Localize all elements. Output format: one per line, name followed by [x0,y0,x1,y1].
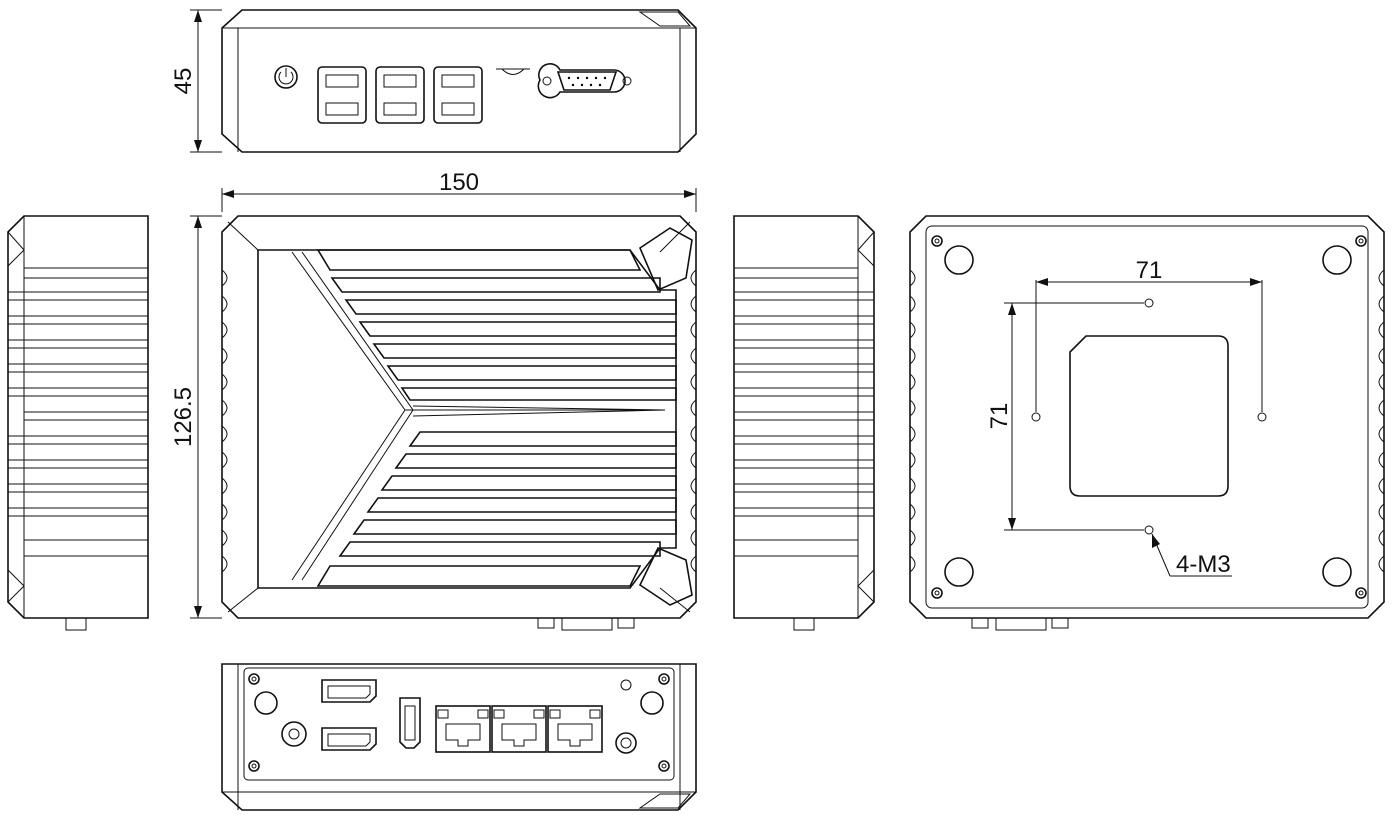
left-side-view [7,215,149,631]
displayport-icon [321,679,377,751]
ethernet-port-icon [435,705,603,753]
hole-spacing-x-label: 71 [1136,257,1163,284]
usb-port-icon [317,66,483,124]
width-dimension-label: 150 [439,169,479,196]
dc-power-jack-icon [281,721,307,747]
audio-jack-icon [615,679,637,754]
height-dimension-label: 45 [170,68,197,95]
sd-slot-icon [496,68,530,75]
power-button-icon [274,65,298,89]
hole-spacing-y-label: 71 [986,403,1013,430]
hdmi-port-icon [399,697,421,749]
right-side-view [733,215,875,631]
depth-dimension-label: 126.5 [170,387,197,447]
serial-port-icon [537,63,632,99]
bottom-view: 71 71 4-M3 [909,215,1385,631]
rear-view [221,663,697,811]
top-view: 150 126.5 [170,169,697,631]
hole-spec-label: 4-M3 [1176,551,1231,578]
front-view: 45 [170,9,697,153]
